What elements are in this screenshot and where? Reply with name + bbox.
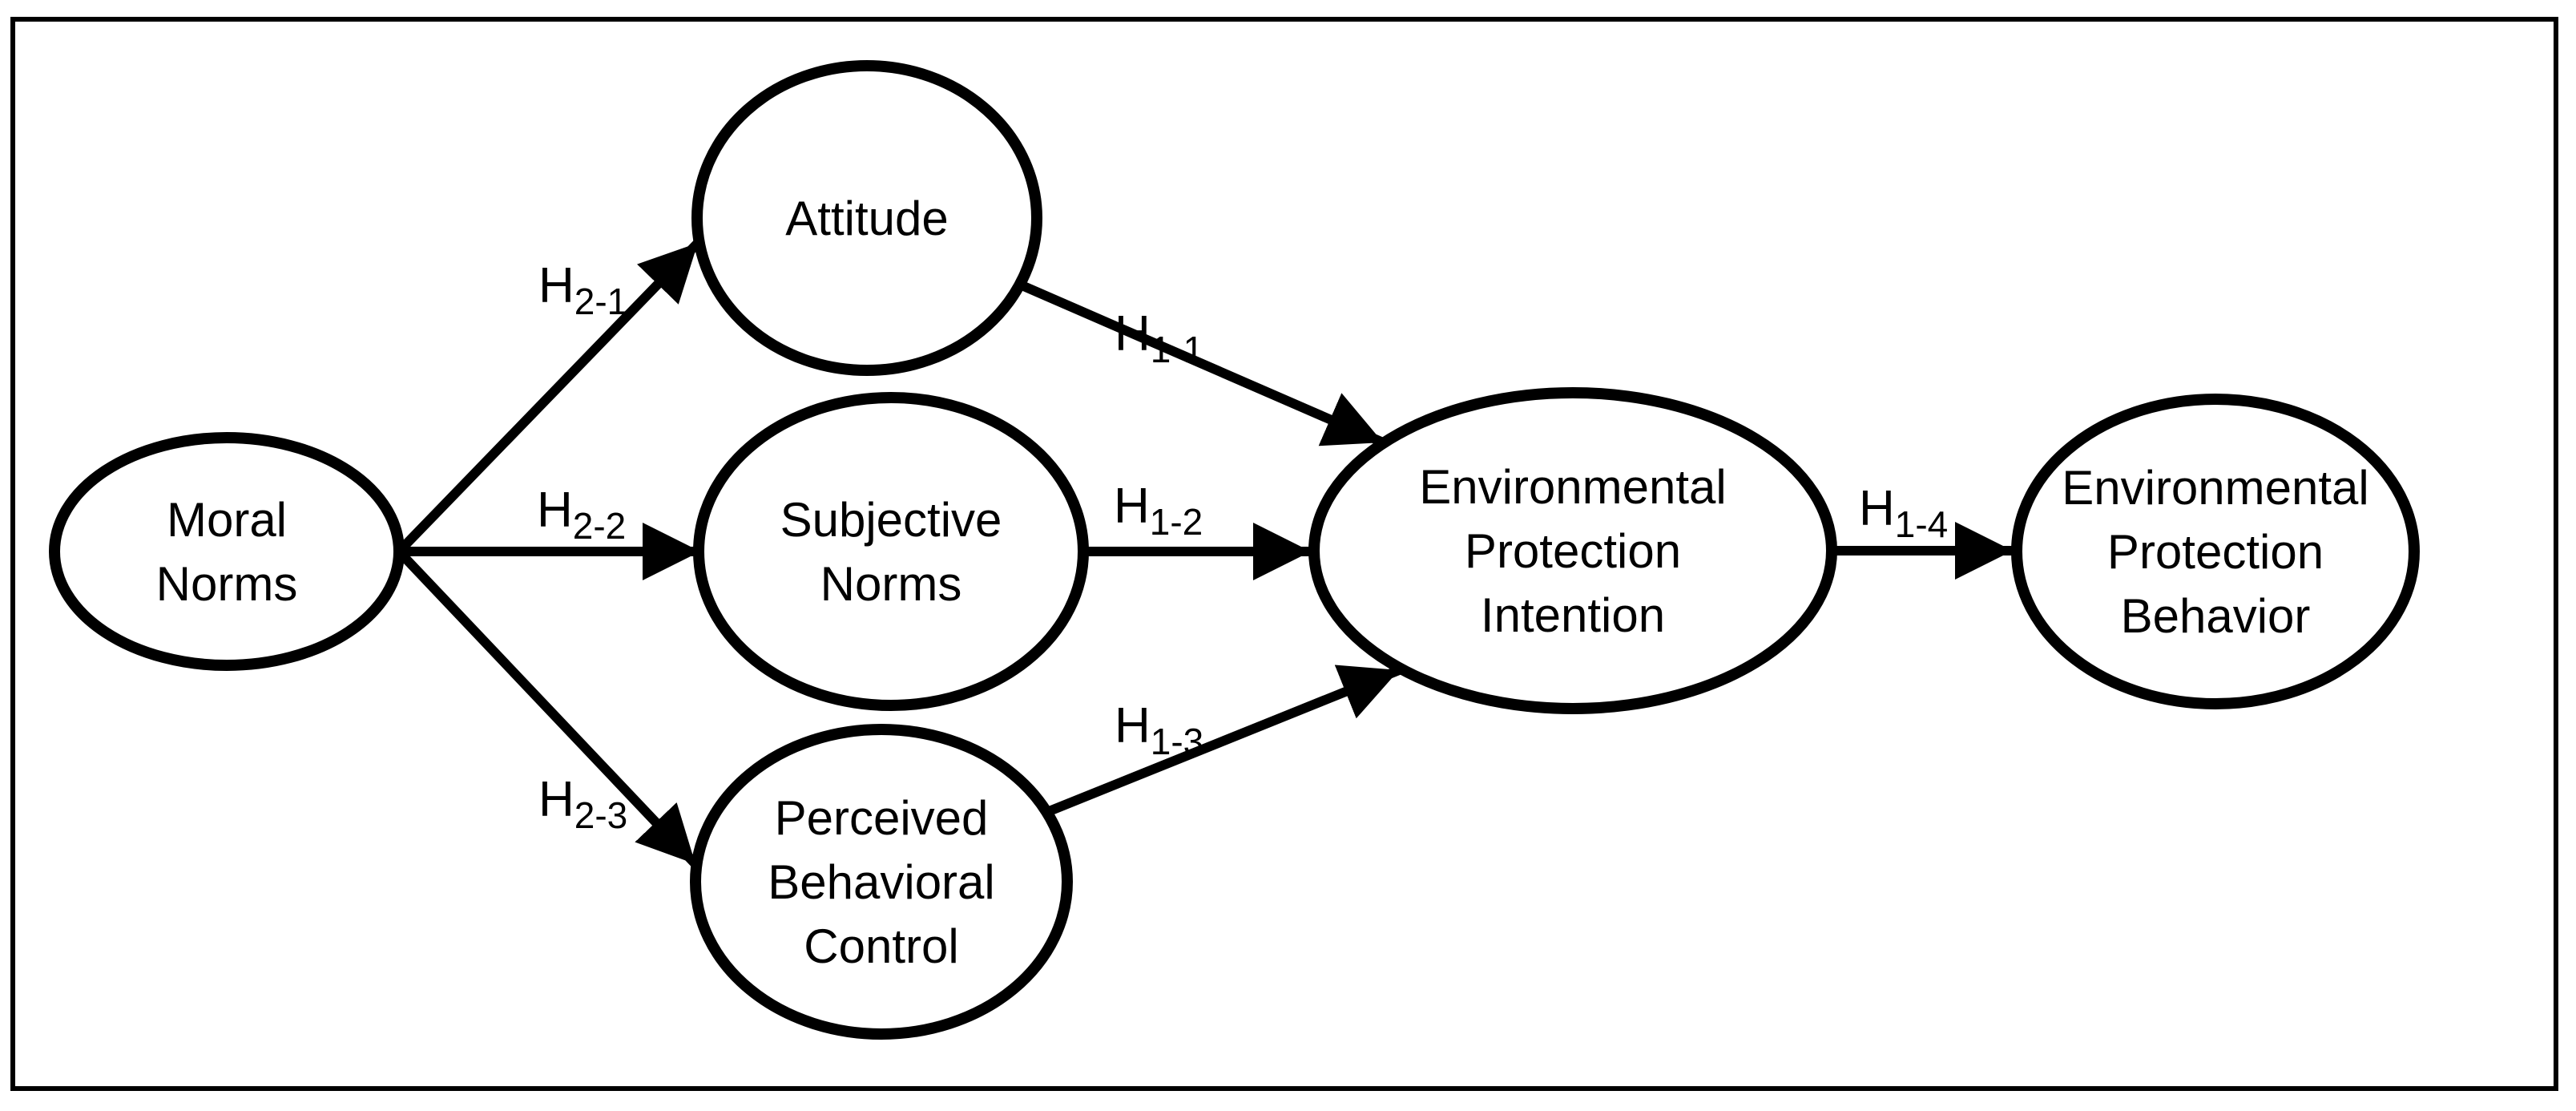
edge-label-h1-1: H1-1 [1115, 306, 1203, 370]
edge-arrow-h2-1 [395, 239, 702, 556]
edge-h1-1: H1-1 [1018, 280, 1385, 447]
node-shape-moral-norms [49, 432, 405, 671]
edge-h2-2: H2-2 [399, 483, 700, 580]
edge-label-h1-3: H1-3 [1115, 698, 1203, 762]
node-shape-subjective-norms [693, 392, 1089, 711]
node-shape-environmental-protection-behavior [2011, 394, 2420, 709]
edge-arrow-h1-3 [1045, 665, 1401, 817]
edge-h2-3: H2-3 [395, 547, 699, 868]
diagram-frame [10, 17, 2558, 1091]
node-attitude: Attitude [691, 60, 1042, 376]
node-label-attitude: Attitude [785, 192, 948, 245]
edge-arrow-h1-1 [1018, 280, 1385, 447]
edge-label-h2-2: H2-2 [537, 483, 626, 547]
node-shape-perceived-behavioral-control [690, 724, 1073, 1040]
edge-h1-4: H1-4 [1832, 481, 2013, 580]
edge-label-h1-4: H1-4 [1859, 481, 1948, 545]
edge-h1-3: H1-3 [1045, 665, 1401, 817]
edge-h1-2: H1-2 [1083, 479, 1311, 580]
edge-label-h1-2: H1-2 [1114, 479, 1203, 543]
edges-layer: H2-1H2-2H2-3 H1-1H1-2H1-3 H1-4 [395, 239, 2013, 868]
edge-h2-1: H2-1 [395, 239, 702, 556]
node-shape-environmental-protection-intention [1308, 387, 1837, 714]
edge-label-h2-1: H2-1 [538, 258, 627, 322]
node-shape-attitude [691, 60, 1042, 376]
edge-label-h2-3: H2-3 [538, 772, 627, 836]
edge-arrow-h2-3 [395, 547, 699, 868]
